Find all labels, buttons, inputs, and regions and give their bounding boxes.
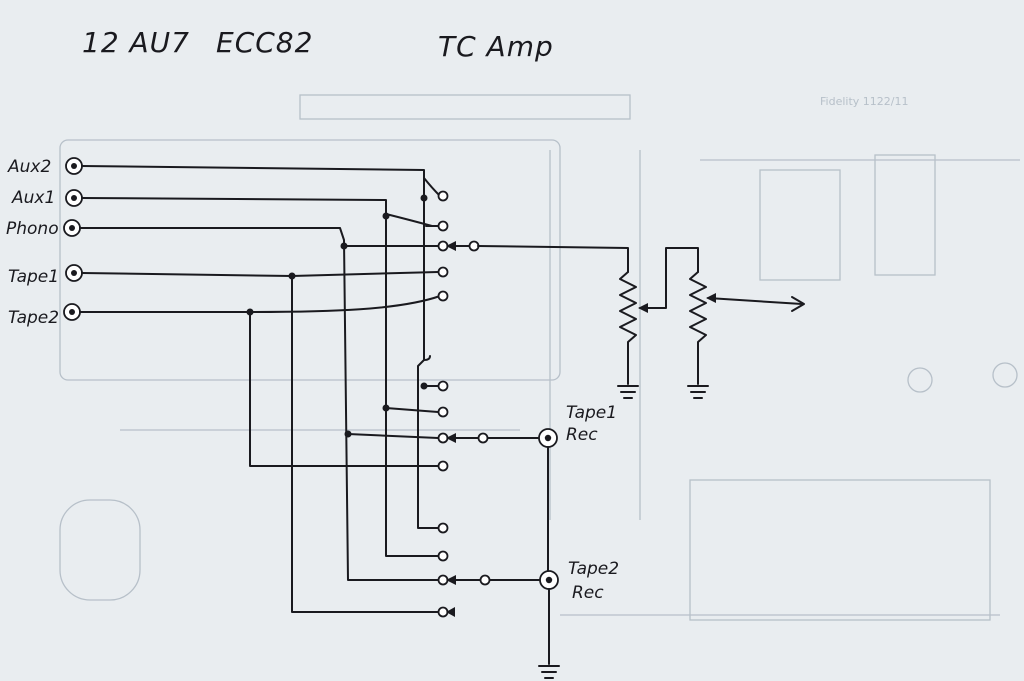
jack-tape2-icon: [63, 303, 81, 321]
wiper-arrow-icon: [446, 241, 456, 251]
label-tape2-rec-a: Tape2: [568, 559, 619, 579]
jack-aux1-icon: [65, 189, 83, 207]
potentiometer-1-icon: [619, 271, 637, 385]
title-tc-amp: TC Amp: [438, 30, 554, 63]
ground-2-icon: [687, 385, 709, 399]
ground-3-icon: [538, 665, 560, 679]
title-ecc82: ECC82: [216, 26, 313, 59]
wiper-arrow-icon: [446, 607, 455, 617]
label-aux1: Aux1: [11, 188, 55, 208]
volume-pots: [477, 245, 805, 399]
jack-tape1-rec-icon: [538, 428, 558, 448]
label-tape1: Tape1: [8, 267, 59, 287]
wire-tape1: [81, 272, 439, 613]
record-outputs: Tape1 Rec Tape2 Rec: [487, 403, 619, 679]
schematic-title: 12 AU7 ECC82 TC Amp: [82, 26, 554, 63]
jack-phono-icon: [63, 219, 81, 237]
label-phono: Phono: [6, 219, 59, 239]
input-labels: Aux2 Aux1 Phono Tape1 Tape2: [6, 157, 59, 328]
selector-switch-record: [347, 380, 491, 618]
title-12au7: 12 AU7: [82, 26, 190, 59]
label-aux2: Aux2: [7, 157, 51, 177]
input-jacks: [63, 157, 83, 321]
svg-text:Fidelity 1122/11: Fidelity 1122/11: [820, 95, 908, 108]
wire-aux1: [81, 197, 439, 557]
jack-aux2-icon: [65, 157, 83, 175]
label-tape2-rec-b: Rec: [572, 583, 604, 603]
wire-aux2: [81, 165, 439, 529]
junction-dots: [246, 194, 428, 438]
wiper-arrow-icon: [446, 575, 456, 585]
background-show-through: Fidelity 1122/11: [59, 94, 1020, 621]
wire-phono: [79, 227, 439, 581]
jack-tape1-icon: [65, 264, 83, 282]
output-arrow-icon: [791, 296, 805, 312]
label-tape2: Tape2: [8, 308, 59, 328]
jack-tape2-rec-icon: [539, 570, 559, 590]
label-tape1-rec-a: Tape1: [566, 403, 617, 423]
selector-switch-playback: [249, 177, 480, 361]
wiper-arrow-icon: [446, 433, 456, 443]
potentiometer-2-icon: [689, 271, 707, 385]
label-tape1-rec-b: Rec: [566, 425, 598, 445]
wire-tape2: [79, 311, 439, 467]
input-wires: [79, 165, 439, 613]
ground-1-icon: [617, 385, 639, 399]
